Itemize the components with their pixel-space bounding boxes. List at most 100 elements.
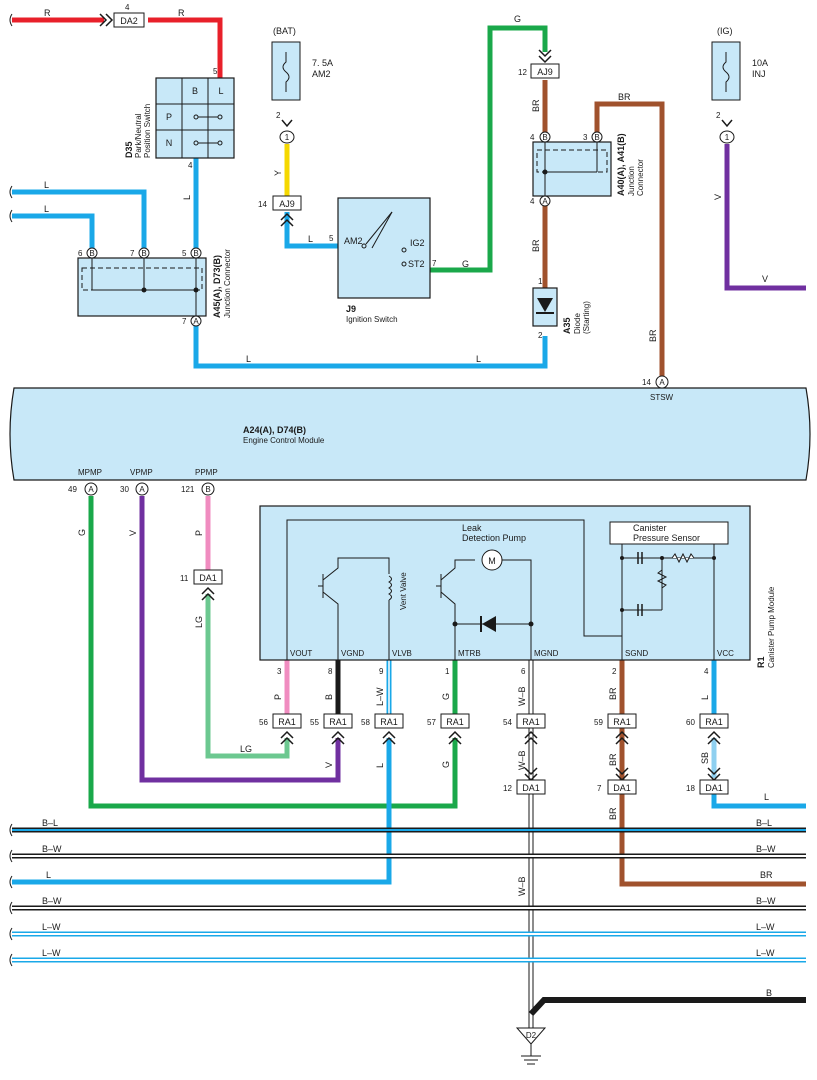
bus-label-right-1: B–L [756, 818, 772, 828]
connector-da1-p: DA1 11 [180, 569, 223, 601]
wl-wb-r1: W–B [517, 686, 527, 706]
bus-lines [9, 13, 806, 1017]
bus-label-right-3: BR [760, 870, 773, 880]
da2-label: DA2 [120, 16, 138, 26]
pn-pin-top: 5 [213, 67, 218, 76]
r1-pin-name-1: VOUT [290, 649, 312, 658]
ra1-57-label: RA1 [446, 717, 464, 727]
wire-labels: R R L L L Y L G G BR BR BR BR V V L L G … [42, 8, 776, 998]
fuse-am2: (BAT) 7. 5A AM2 2 1 [271, 26, 333, 144]
wl-b-r1: B [324, 694, 334, 700]
r1-pin-num-3: 9 [379, 667, 384, 676]
ra1-60-label: RA1 [705, 717, 723, 727]
wires [12, 17, 806, 1030]
ecm-name: Engine Control Module [243, 436, 325, 445]
ecm-mpmp: MPMP [78, 468, 102, 477]
ra1-54-label: RA1 [522, 717, 540, 727]
r1-pin-num-1: 3 [277, 667, 282, 676]
aj9-bat-num: 14 [258, 200, 267, 209]
bat-pin: 2 [276, 111, 281, 120]
wl-lw-r1: L–W [375, 687, 385, 706]
park-neutral-switch: B L P N 5 4 D35 Park/Neutral Position Sw… [124, 67, 235, 170]
aj9-bat-label: AJ9 [279, 199, 295, 209]
ignition-switch: AM2 IG2 ST2 5 7 J9 Ignition Switch [329, 197, 437, 324]
wire-blue-bottom [193, 326, 548, 369]
r1-pin-name-3: VLVB [392, 649, 412, 658]
wl-r-right: R [178, 8, 185, 18]
ra1-connectors: RA1 56 RA1 55 RA1 58 RA1 57 RA1 54 [259, 713, 729, 745]
bus-label-right-7: B [766, 988, 772, 998]
wl-br-da1: BR [608, 807, 618, 820]
j9-pin-am2: 5 [329, 234, 334, 243]
a40-letter-1: B [542, 133, 547, 142]
wl-g-ra1: G [441, 761, 451, 768]
da1-18-label: DA1 [705, 783, 723, 793]
j9-st2: ST2 [408, 259, 425, 269]
wire-green-mpmp [88, 496, 458, 809]
da1-12: DA1 12 [503, 767, 546, 795]
da1-connectors: DA1 12 DA1 7 DA1 18 [503, 767, 729, 795]
ra1-58: RA1 58 [361, 713, 404, 745]
pn-name1: Park/Neutral [134, 113, 143, 158]
canister-pump-module: Vent Valve M Leak Detection Pump Caniste… [259, 505, 776, 676]
ra1-55-label: RA1 [329, 717, 347, 727]
wl-l-top1: L [44, 180, 49, 190]
r1-pin-name-4: MTRB [458, 649, 481, 658]
wl-v-ig: V [713, 194, 723, 200]
aj9-g-label: AJ9 [537, 67, 553, 77]
r1-pin-num-6: 2 [612, 667, 617, 676]
bus-label-left-4: B–W [42, 896, 62, 906]
ecm-stsw-letter: A [659, 378, 665, 387]
r1-pin-name-5: MGND [534, 649, 559, 658]
ig-pin2: 1 [725, 133, 730, 142]
a40-pin-1: 4 [530, 133, 535, 142]
a45-letter-2: B [141, 249, 146, 258]
wire-brown-r1 [619, 660, 806, 887]
wire-blue-ra1-bus [12, 738, 392, 885]
r1-pin-num-7: 4 [704, 667, 709, 676]
j9-am2: AM2 [344, 236, 363, 246]
r1-leak2: Detection Pump [462, 533, 526, 543]
bus-label-left-1: B–L [42, 818, 58, 828]
wl-g-top: G [514, 14, 521, 24]
wl-l-bot1: L [246, 354, 251, 364]
a35-name2: (Starting) [582, 301, 591, 334]
wl-br-r1: BR [608, 687, 618, 700]
a45-pin-5: 5 [182, 249, 187, 258]
bus-label-right-4: B–W [756, 896, 776, 906]
da1-p-label: DA1 [199, 573, 217, 583]
pn-cell-n: N [166, 138, 173, 148]
a40-name1: Junction [627, 166, 636, 196]
ig-fuse: 10A [752, 58, 768, 68]
a45-pin-bottom: 7 [182, 317, 187, 326]
ecm-stsw: STSW [650, 393, 674, 402]
connector-aj9-bat: AJ9 14 [258, 195, 302, 227]
wl-l-r1: L [700, 695, 710, 700]
bus-label-left-5: L–W [42, 922, 61, 932]
ra1-56-num: 56 [259, 718, 268, 727]
r1-name: Canister Pump Module [767, 586, 776, 668]
ra1-55: RA1 55 [310, 713, 353, 745]
ra1-59: RA1 59 [594, 713, 637, 745]
ra1-60: RA1 60 [686, 713, 729, 745]
bus-label-left-6: L–W [42, 948, 61, 958]
bat-label: (BAT) [273, 26, 296, 36]
bus-label-right-2: B–W [756, 844, 776, 854]
wl-br-right: BR [648, 329, 658, 342]
wl-br-top: BR [618, 92, 631, 102]
wl-g-st2: G [462, 259, 469, 269]
ig-label: (IG) [717, 26, 733, 36]
da1-7: DA1 7 [597, 767, 637, 795]
ecm-ppmp-pin: 121 [181, 485, 195, 494]
da1-7-num: 7 [597, 784, 602, 793]
a40-name2: Connector [636, 159, 645, 196]
da1-p-num: 11 [180, 574, 189, 583]
ra1-54-num: 54 [503, 718, 512, 727]
wl-p-ppmp: P [194, 530, 204, 536]
wl-g-mpmp: G [77, 529, 87, 536]
ecm-ppmp-letter: B [205, 485, 210, 494]
wire-violet-ig [724, 144, 806, 291]
wl-v-vpmp: V [128, 530, 138, 536]
wl-lg-bot: LG [240, 744, 252, 754]
wl-br-a40: BR [531, 239, 541, 252]
